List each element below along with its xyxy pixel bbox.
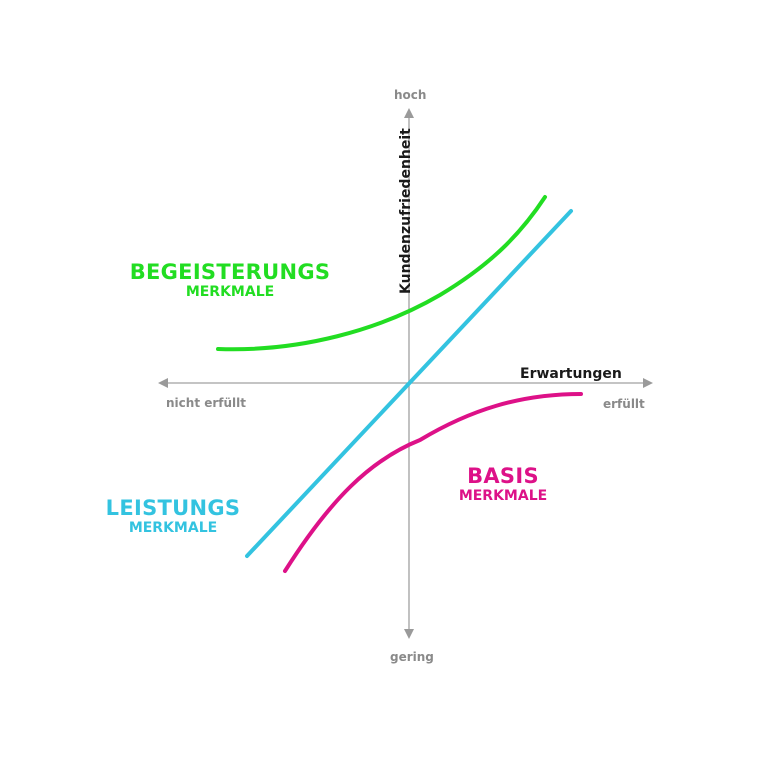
axis-title-erwartungen: Erwartungen — [520, 366, 622, 382]
curve-leistungsmerkmale — [245, 209, 573, 558]
label-leistungsmerkmale: LEISTUNGS MERKMALE — [98, 496, 248, 536]
arrow-down-icon — [404, 629, 414, 639]
category-title: LEISTUNGS — [105, 496, 241, 520]
arrow-up-icon — [404, 108, 414, 118]
category-title: BASIS — [467, 464, 539, 488]
category-title: BEGEISTERUNGS — [129, 260, 331, 284]
axis-label-gering: gering — [390, 650, 434, 664]
category-subtitle: MERKMALE — [128, 520, 218, 536]
axis-title-kundenzufriedenheit: Kundenzufriedenheit — [398, 128, 414, 294]
category-subtitle: MERKMALE — [458, 488, 548, 504]
label-begeisterungsmerkmale: BEGEISTERUNGS MERKMALE — [120, 260, 340, 300]
axis-label-erfuellt: erfüllt — [603, 397, 645, 411]
curve-begeisterungsmerkmale — [216, 195, 547, 352]
vertical-axis — [404, 108, 414, 639]
curve-basismerkmale — [283, 392, 583, 573]
horizontal-axis — [158, 378, 653, 388]
label-basismerkmale: BASIS MERKMALE — [448, 464, 558, 504]
axis-label-hoch: hoch — [394, 88, 427, 102]
arrow-left-icon — [158, 378, 168, 388]
axis-label-nicht-erfuellt: nicht erfüllt — [166, 396, 247, 410]
category-subtitle: MERKMALE — [185, 284, 275, 300]
arrow-right-icon — [643, 378, 653, 388]
